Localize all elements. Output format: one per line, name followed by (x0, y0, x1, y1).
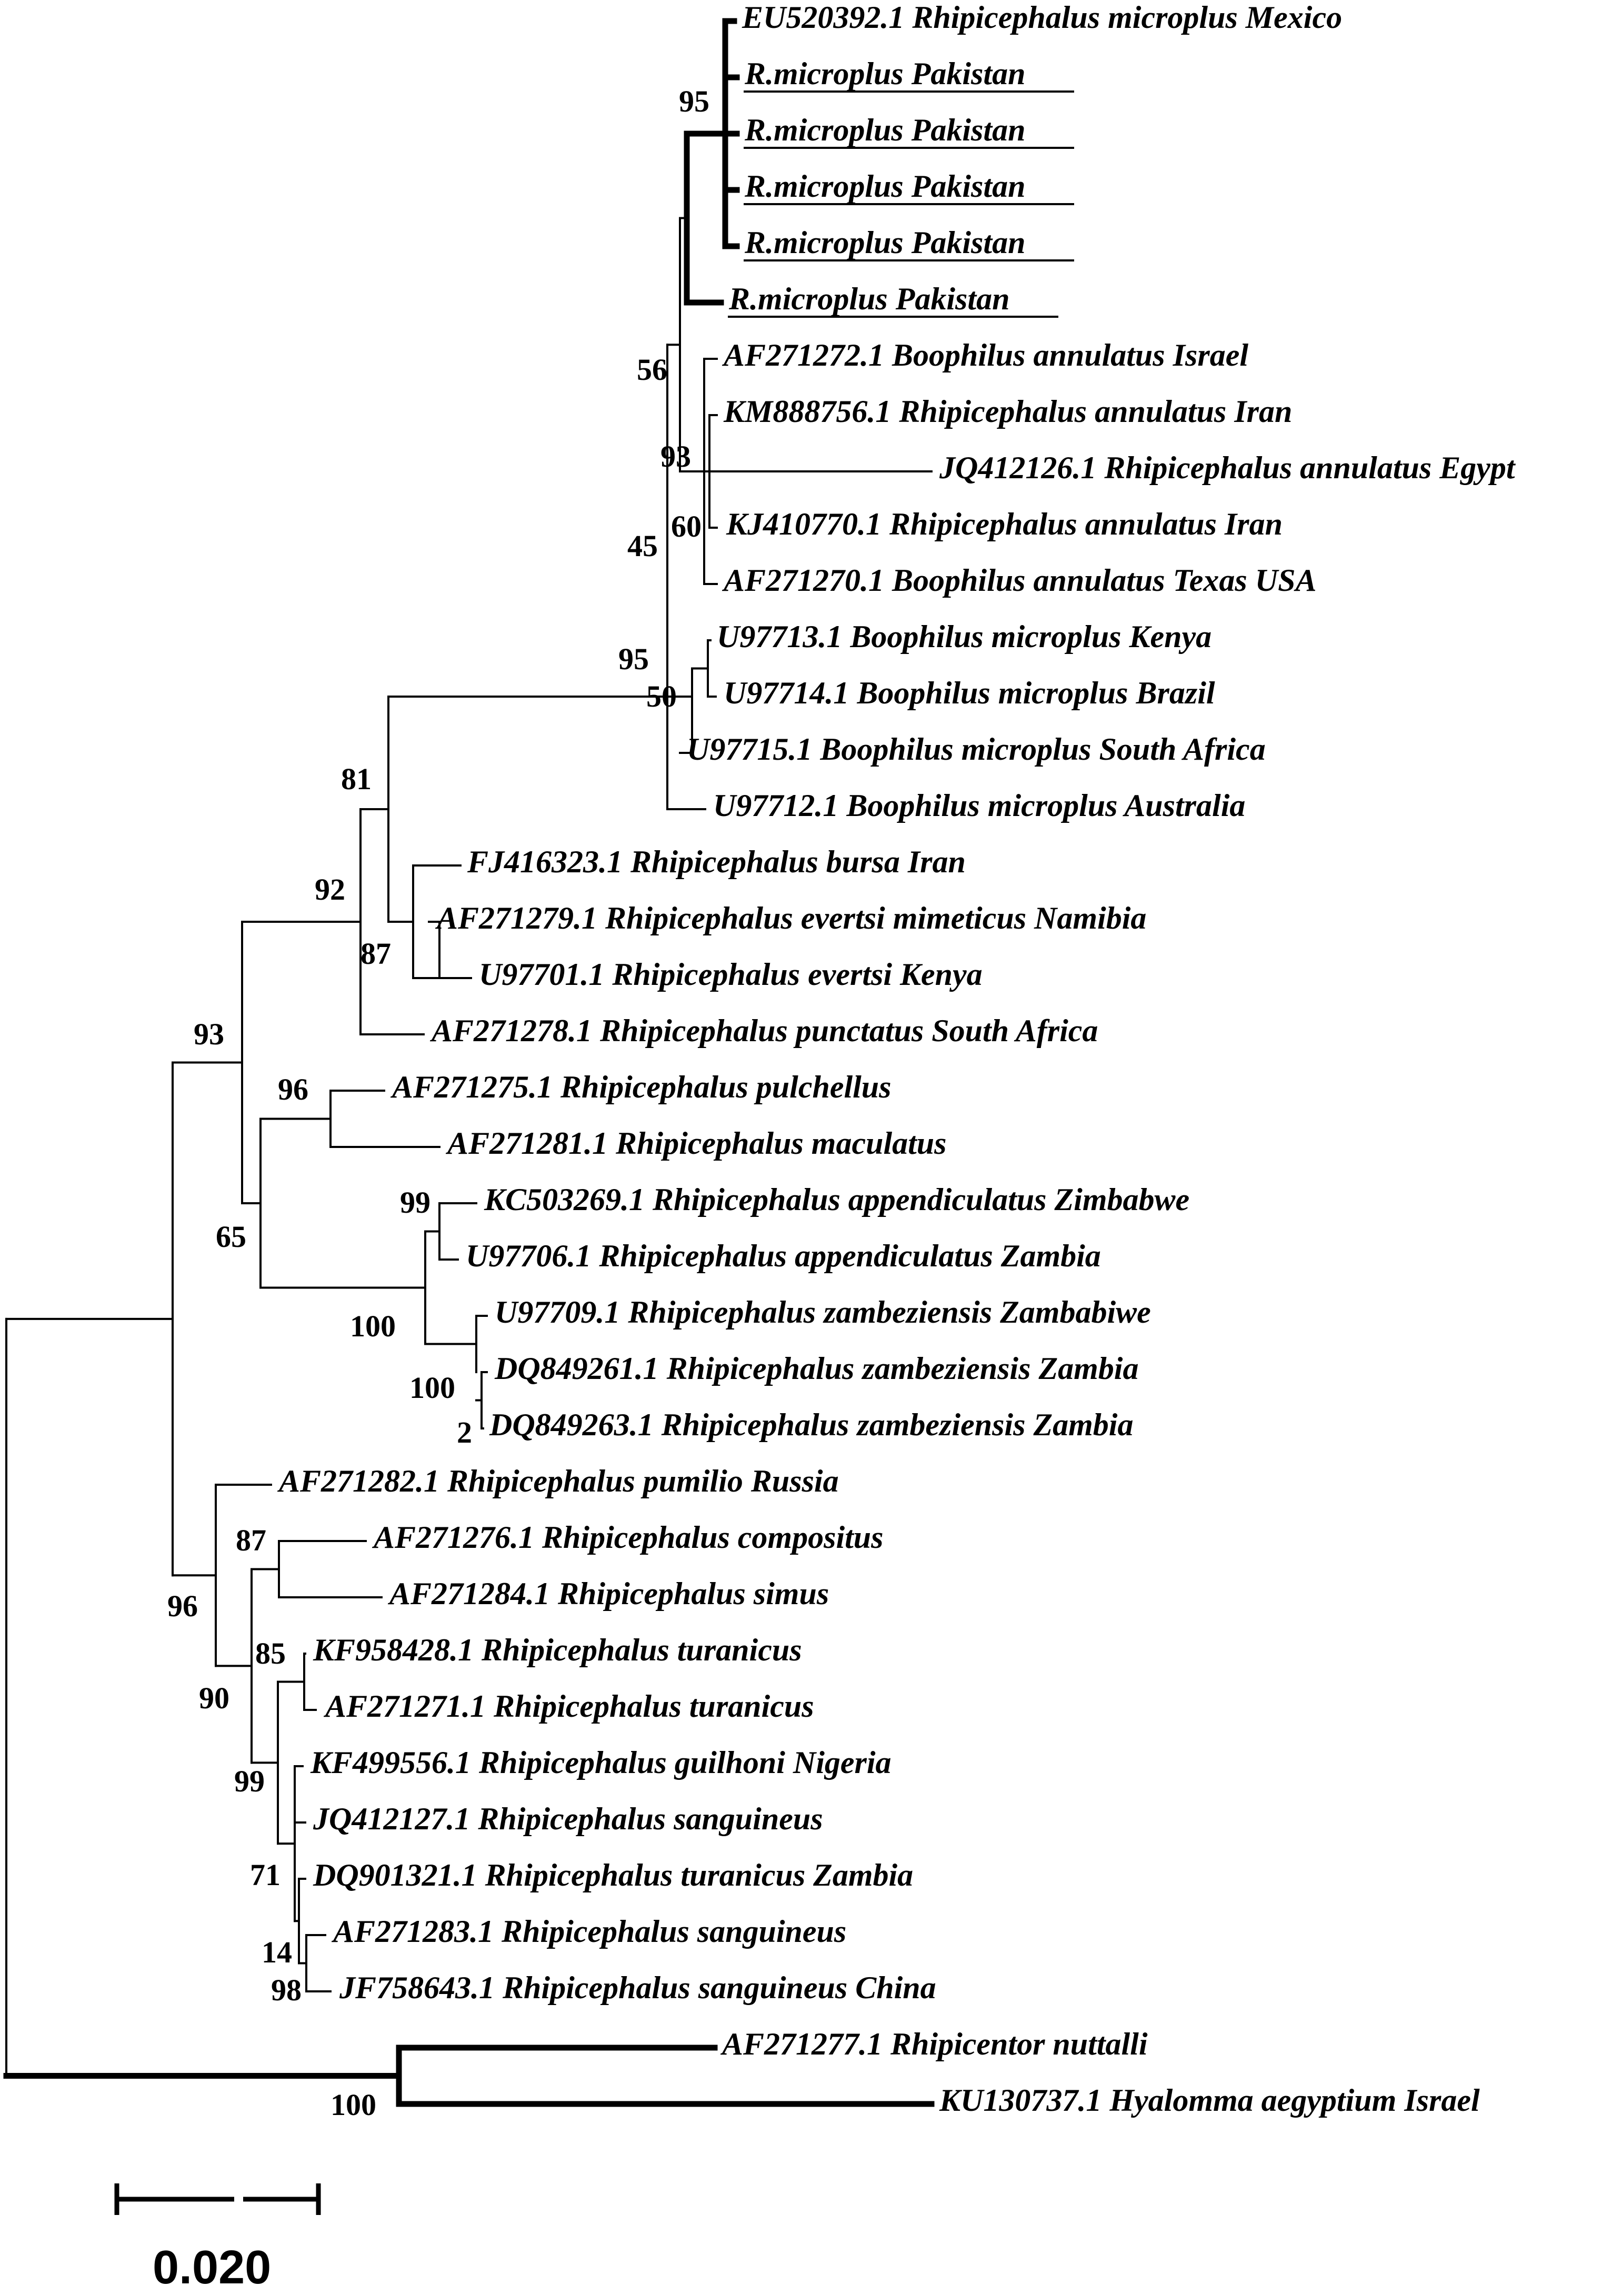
taxon-label: R.microplus Pakistan (744, 56, 1025, 91)
taxon-underlines (728, 90, 1074, 318)
taxon-label: R.microplus Pakistan (728, 281, 1009, 316)
taxon-label: KF958428.1 Rhipicephalus turanicus (313, 1633, 802, 1667)
bootstrap-value: 100 (331, 2088, 376, 2122)
taxon-label: AF271278.1 Rhipicephalus punctatus South… (429, 1013, 1098, 1048)
taxon-label: U97701.1 Rhipicephalus evertsi Kenya (479, 957, 983, 992)
bootstrap-value: 85 (255, 1636, 286, 1670)
taxon-label: KF499556.1 Rhipicephalus guilhoni Nigeri… (310, 1745, 892, 1780)
scale-bar: 0.020 (114, 2183, 321, 2294)
bootstrap-value: 90 (199, 1681, 229, 1715)
bootstrap-value: 87 (361, 936, 391, 971)
bootstrap-value: 96 (278, 1072, 308, 1106)
taxon-label: JF758643.1 Rhipicephalus sanguineus Chin… (339, 1970, 936, 2005)
bootstrap-value: 93 (660, 439, 691, 474)
bootstrap-value: 95 (679, 84, 709, 118)
taxon-label: KJ410770.1 Rhipicephalus annulatus Iran (726, 507, 1283, 541)
taxon-label: AF271283.1 Rhipicephalus sanguineus (331, 1914, 846, 1949)
taxon-label: AF271275.1 Rhipicephalus pulchellus (390, 1070, 892, 1104)
taxon-label: DQ849261.1 Rhipicephalus zambeziensis Za… (494, 1351, 1138, 1386)
taxon-labels: EU520392.1 Rhipicephalus microplus Mexic… (277, 0, 1516, 2118)
taxon-label: KC503269.1 Rhipicephalus appendiculatus … (484, 1182, 1189, 1217)
taxon-label: R.microplus Pakistan (744, 225, 1025, 260)
taxon-label: AF271284.1 Rhipicephalus simus (387, 1576, 829, 1611)
taxon-label: AF271272.1 Boophilus annulatus Israel (722, 338, 1248, 372)
taxon-label: U97714.1 Boophilus microplus Brazil (724, 676, 1215, 710)
bootstrap-value: 71 (250, 1858, 281, 1892)
bootstrap-value: 87 (236, 1523, 266, 1557)
bootstrap-value: 45 (627, 529, 658, 563)
bootstrap-value: 99 (234, 1764, 265, 1798)
bootstrap-value: 98 (271, 1973, 302, 2007)
taxon-label: FJ416323.1 Rhipicephalus bursa Iran (467, 844, 966, 879)
bootstrap-value: 92 (315, 872, 345, 907)
taxon-label: U97713.1 Boophilus microplus Kenya (717, 619, 1212, 654)
bootstrap-value: 81 (341, 762, 372, 796)
bootstrap-value: 95 (618, 642, 649, 676)
bootstrap-value: 60 (671, 509, 702, 543)
bootstrap-value: 99 (400, 1185, 430, 1220)
taxon-label: AF271281.1 Rhipicephalus maculatus (445, 1126, 947, 1161)
taxon-label: AF271270.1 Boophilus annulatus Texas USA (722, 563, 1317, 598)
taxon-label: AF271277.1 Rhipicentor nuttalli (720, 2027, 1148, 2061)
bootstrap-value: 56 (637, 353, 667, 387)
taxon-label: JQ412126.1 Rhipicephalus annulatus Egypt (939, 450, 1516, 485)
taxon-label: R.microplus Pakistan (744, 113, 1025, 147)
taxon-label: R.microplus Pakistan (744, 169, 1025, 204)
scale-bar-label: 0.020 (153, 2241, 271, 2294)
taxon-label: DQ849263.1 Rhipicephalus zambeziensis Za… (489, 1407, 1133, 1442)
taxon-label: AF271276.1 Rhipicephalus compositus (372, 1520, 884, 1555)
tree-branches (3, 18, 935, 2107)
bootstrap-value: 65 (216, 1220, 246, 1254)
bootstrap-value: 50 (646, 679, 677, 713)
bootstrap-value: 96 (167, 1589, 198, 1623)
taxon-label: JQ412127.1 Rhipicephalus sanguineus (313, 1801, 823, 1836)
bootstrap-value: 2 (457, 1415, 472, 1449)
bootstrap-values: 95 56 93 60 45 95 50 81 92 87 93 96 99 6… (167, 84, 709, 2122)
bootstrap-value: 100 (409, 1371, 455, 1405)
bootstrap-value: 93 (194, 1017, 224, 1051)
taxon-label: U97715.1 Boophilus microplus South Afric… (687, 732, 1266, 767)
taxon-label: U97709.1 Rhipicephalus zambeziensis Zamb… (495, 1295, 1151, 1330)
taxon-label: U97706.1 Rhipicephalus appendiculatus Za… (466, 1238, 1101, 1273)
taxon-label: U97712.1 Boophilus microplus Australia (713, 788, 1245, 823)
bootstrap-value: 14 (262, 1935, 292, 1969)
taxon-label: AF271271.1 Rhipicephalus turanicus (323, 1689, 814, 1724)
taxon-label: KM888756.1 Rhipicephalus annulatus Iran (723, 394, 1292, 429)
taxon-label: AF271282.1 Rhipicephalus pumilio Russia (277, 1464, 839, 1498)
taxon-label: KU130737.1 Hyalomma aegyptium Israel (939, 2083, 1480, 2118)
taxon-label: DQ901321.1 Rhipicephalus turanicus Zambi… (313, 1858, 913, 1892)
bootstrap-value: 100 (350, 1309, 396, 1343)
taxon-label: EU520392.1 Rhipicephalus microplus Mexic… (742, 0, 1342, 35)
taxon-label: AF271279.1 Rhipicephalus evertsi mimetic… (435, 901, 1146, 935)
